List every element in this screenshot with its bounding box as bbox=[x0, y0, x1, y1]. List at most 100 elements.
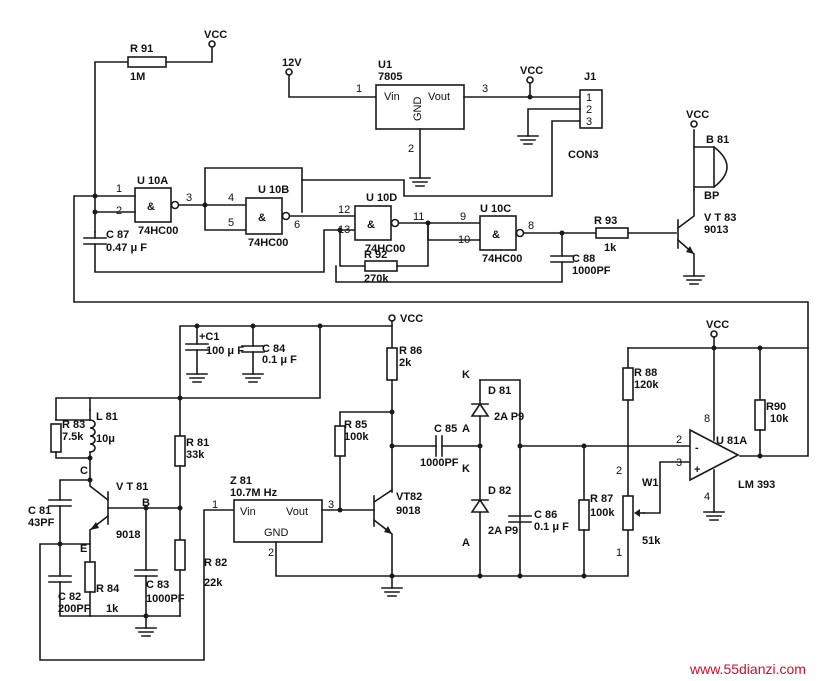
svg-text:3: 3 bbox=[186, 192, 192, 204]
r82-resistor: R 82 22k bbox=[174, 539, 227, 617]
svg-text:&: & bbox=[367, 219, 375, 231]
svg-text:100k: 100k bbox=[590, 507, 615, 519]
u81a-comparator: - + 2 3 U 81A LM 393 VCC 8 4 bbox=[676, 319, 775, 521]
r88-resistor: R 88 120k bbox=[622, 367, 659, 497]
svg-text:9018: 9018 bbox=[396, 505, 420, 517]
svg-text:2: 2 bbox=[408, 143, 414, 155]
z81-ceramic-filter: Z 81 10.7M Hz Vin Vout GND 1 2 3 bbox=[212, 475, 629, 577]
svg-text:12: 12 bbox=[338, 204, 350, 216]
r84-resistor: 1k R 84 bbox=[84, 543, 120, 617]
svg-text:3: 3 bbox=[482, 83, 488, 95]
d82-diode: K A D 82 2A P9 bbox=[462, 463, 518, 549]
svg-text:Vin: Vin bbox=[240, 506, 256, 518]
svg-text:R90: R90 bbox=[766, 401, 786, 413]
r86-resistor: R 86 2k bbox=[386, 345, 422, 493]
svg-text:7.5k: 7.5k bbox=[62, 431, 84, 443]
svg-text:C 87: C 87 bbox=[106, 229, 129, 241]
r83-resistor: R 83 7.5k bbox=[50, 419, 91, 459]
svg-text:8: 8 bbox=[528, 220, 534, 232]
svg-text:LM 393: LM 393 bbox=[738, 479, 775, 491]
svg-text:+: + bbox=[694, 464, 700, 476]
svg-text:R 91: R 91 bbox=[130, 43, 153, 55]
j1-connector: J1 1 2 3 CON3 bbox=[301, 71, 603, 197]
svg-text:R 83: R 83 bbox=[62, 419, 85, 431]
svg-text:R 84: R 84 bbox=[96, 583, 120, 595]
vcc-rail: VCC bbox=[55, 313, 423, 437]
svg-text:10: 10 bbox=[458, 234, 470, 246]
svg-text:22k: 22k bbox=[204, 577, 223, 589]
svg-text:&: & bbox=[147, 201, 155, 213]
svg-text:-: - bbox=[695, 442, 699, 454]
svg-text:A: A bbox=[462, 423, 470, 435]
svg-text:W1: W1 bbox=[642, 477, 659, 489]
r87-resistor: R 87 100k bbox=[578, 445, 615, 579]
svg-text:12V: 12V bbox=[282, 57, 302, 69]
svg-text:U 10B: U 10B bbox=[258, 184, 289, 196]
c1-capacitor: +C1 100 μ F bbox=[185, 323, 244, 383]
svg-text:R 93: R 93 bbox=[594, 215, 617, 227]
svg-text:2A P9: 2A P9 bbox=[494, 411, 524, 423]
svg-text:D 82: D 82 bbox=[488, 485, 511, 497]
b81-buzzer: VCC B 81 BP bbox=[686, 109, 729, 202]
svg-text:B 81: B 81 bbox=[706, 134, 729, 146]
svg-text:U 10A: U 10A bbox=[137, 175, 168, 187]
svg-text:C 85: C 85 bbox=[434, 423, 457, 435]
svg-text:U 10D: U 10D bbox=[366, 192, 397, 204]
c86-capacitor: C 86 0.1 μ F bbox=[508, 509, 569, 579]
svg-text:E: E bbox=[80, 543, 87, 555]
svg-text:120k: 120k bbox=[634, 379, 659, 391]
svg-text:3: 3 bbox=[586, 116, 592, 128]
svg-text:9: 9 bbox=[460, 211, 466, 223]
r85-resistor: R 85 100k bbox=[334, 409, 395, 511]
svg-text:Vout: Vout bbox=[286, 506, 308, 518]
svg-text:BP: BP bbox=[704, 190, 719, 202]
svg-text:6: 6 bbox=[294, 219, 300, 231]
svg-text:1000PF: 1000PF bbox=[572, 265, 611, 277]
svg-text:7805: 7805 bbox=[378, 71, 402, 83]
svg-text:2: 2 bbox=[616, 465, 622, 477]
svg-text:1k: 1k bbox=[604, 242, 617, 254]
svg-text:1: 1 bbox=[616, 547, 622, 559]
vcc-label: VCC bbox=[400, 313, 423, 325]
svg-text:L 81: L 81 bbox=[96, 411, 118, 423]
svg-text:100k: 100k bbox=[344, 431, 369, 443]
svg-text:C 81: C 81 bbox=[28, 505, 51, 517]
vt82-transistor: VT82 9018 bbox=[372, 488, 422, 597]
c83-capacitor: C 83 1000PF bbox=[134, 507, 185, 637]
watermark: www.55dianzi.com bbox=[689, 661, 806, 677]
svg-text:3: 3 bbox=[676, 457, 682, 469]
gate-u10a: & U 10A 74HC00 1 2 3 bbox=[116, 175, 192, 237]
gate-u10b: & U 10B 74HC00 4 5 6 bbox=[228, 184, 300, 249]
svg-text:74HC00: 74HC00 bbox=[365, 243, 405, 255]
svg-text:C 82: C 82 bbox=[58, 591, 81, 603]
vcc-label: VCC bbox=[204, 29, 227, 41]
svg-text:1k: 1k bbox=[106, 603, 119, 615]
svg-text:10k: 10k bbox=[770, 413, 789, 425]
svg-text:GND: GND bbox=[264, 527, 289, 539]
vt81-transistor: C V T 81 B 9018 E bbox=[80, 465, 181, 555]
svg-text:K: K bbox=[462, 463, 470, 475]
svg-text:R 87: R 87 bbox=[590, 493, 613, 505]
svg-text:100 μ F: 100 μ F bbox=[206, 345, 244, 357]
svg-text:5: 5 bbox=[228, 217, 234, 229]
svg-text:43PF: 43PF bbox=[28, 517, 55, 529]
svg-text:V T 83: V T 83 bbox=[704, 212, 736, 224]
svg-text:R 81: R 81 bbox=[186, 437, 209, 449]
svg-text:C 86: C 86 bbox=[534, 509, 557, 521]
w1-potentiometer: W1 51k 2 1 bbox=[616, 461, 691, 559]
svg-text:R 86: R 86 bbox=[399, 345, 422, 357]
c87-capacitor: C 87 0.47 μ F bbox=[83, 229, 356, 273]
svg-text:0.1 μ F: 0.1 μ F bbox=[262, 354, 297, 366]
c82-capacitor: C 82 200PF bbox=[48, 543, 181, 617]
svg-text:3: 3 bbox=[328, 499, 334, 511]
gate-u10c: & U 10C 74HC00 9 10 8 bbox=[458, 203, 534, 265]
svg-text:C: C bbox=[80, 465, 88, 477]
svg-text:74HC00: 74HC00 bbox=[248, 237, 288, 249]
r81-resistor: R 81 33k bbox=[174, 435, 209, 541]
svg-text:B: B bbox=[142, 497, 150, 509]
svg-text:2: 2 bbox=[268, 547, 274, 559]
power-12v: 12V 1 bbox=[282, 57, 377, 98]
svg-text:74HC00: 74HC00 bbox=[482, 253, 522, 265]
c85-capacitor: C 85 1000PF bbox=[391, 423, 481, 469]
